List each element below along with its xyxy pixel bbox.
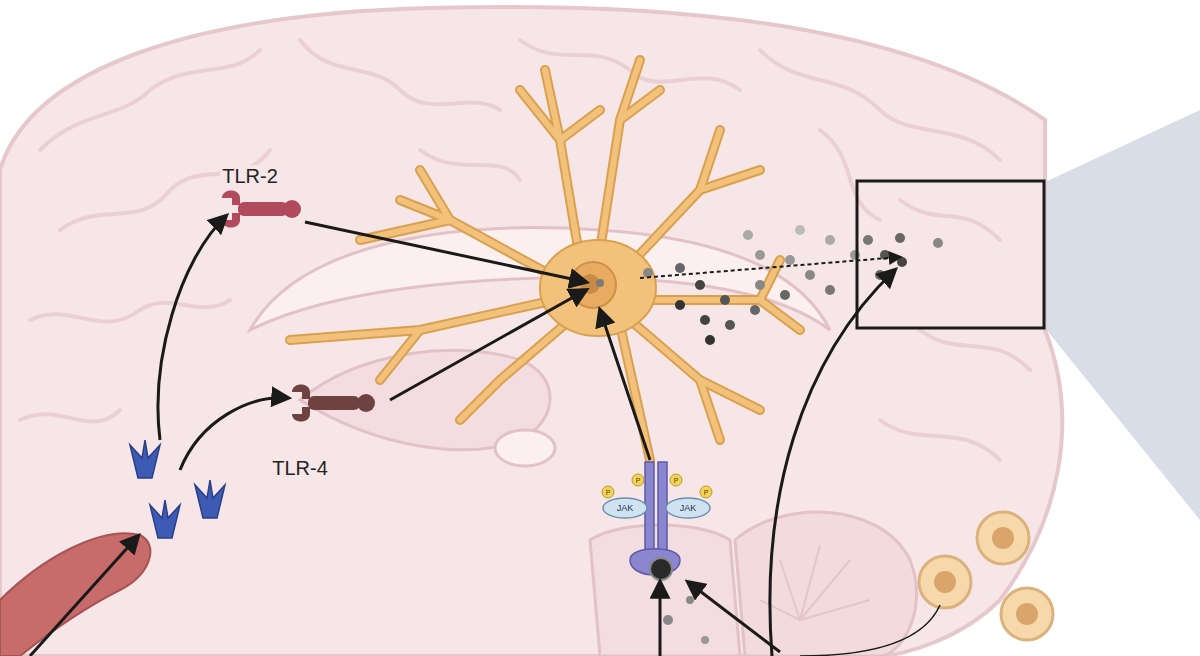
ligands [130,440,225,538]
immune-cells [800,512,1053,656]
tlr4-receptor [292,385,375,422]
tlr2-receptor [222,191,301,228]
ventricle [495,430,555,466]
phosphate-label: P [606,489,611,496]
phosphate-label: P [674,477,679,484]
release-arrow [640,257,900,278]
zoom-wedge [1045,110,1200,520]
zoom-box [857,181,1044,328]
nasal-tissue [0,533,150,656]
cerebellum-folia [760,545,870,620]
kinase-label: JAK [617,504,634,513]
kinase-label: JAK [680,504,697,513]
cerebellum [735,512,917,656]
jak-receptor [602,462,712,644]
phosphate-label: P [636,477,641,484]
astrocyte [290,60,800,460]
receptor-label: TLR-2 [220,165,280,187]
receptor-label: TLR-4 [270,457,330,479]
brain-outline [0,7,1062,656]
arrows [30,216,895,656]
phosphate-label: P [704,489,709,496]
gyri [20,40,1030,460]
